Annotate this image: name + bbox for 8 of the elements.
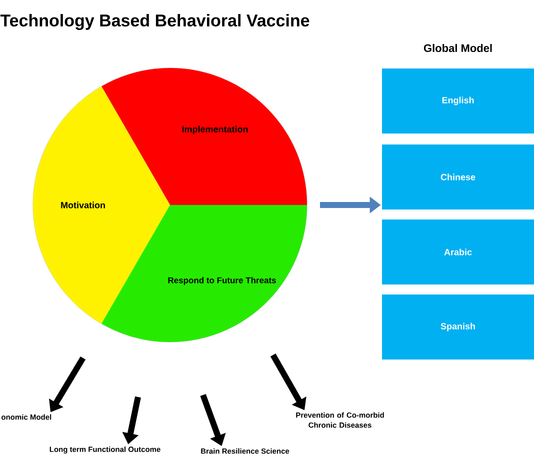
language-box: Spanish [382, 294, 534, 360]
language-box: Chinese [382, 144, 534, 210]
pie-slice: Implementation [102, 68, 307, 205]
heading: Global Model [424, 44, 492, 52]
language-box: Arabic [382, 220, 534, 284]
title: Technology Based Behavioral Vaccine [0, 14, 310, 30]
language-box: English [382, 68, 534, 134]
pie-chart [32, 68, 308, 342]
